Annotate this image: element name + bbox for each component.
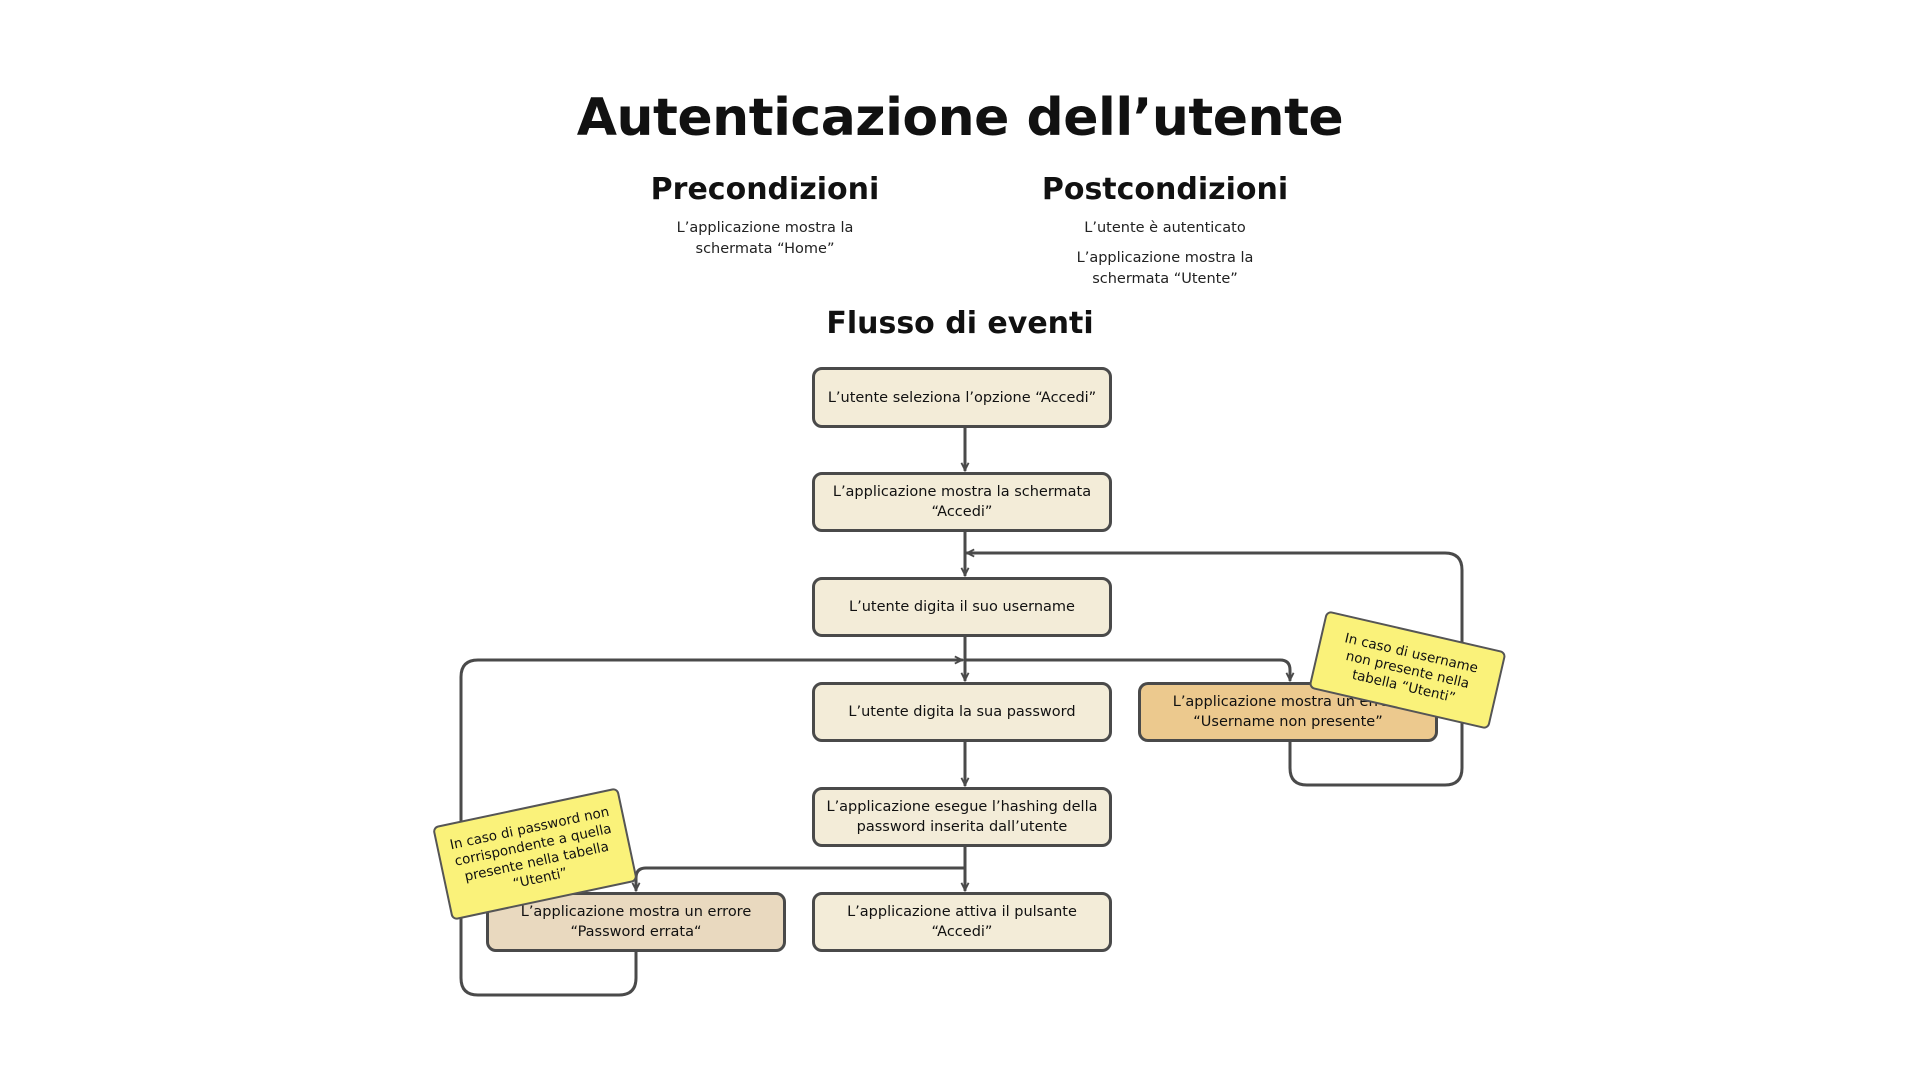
flow-step-enable-accedi-button: L’applicazione attiva il pulsante “Acced…: [812, 892, 1112, 952]
preconditions-heading: Precondizioni: [650, 172, 880, 207]
arrow-to-password-error: [636, 866, 967, 892]
diagram-title: Autenticazione dell’utente: [576, 88, 1344, 148]
flow-step-show-accedi-screen: L’applicazione mostra la schermata “Acce…: [812, 472, 1112, 532]
flow-step-hash-password: L’applicazione esegue l’hashing della pa…: [812, 787, 1112, 847]
arrow-to-username-error: [963, 658, 1290, 682]
loop-password-error-to-step4: [459, 660, 964, 997]
postcondition-item: L’utente è autenticato: [1084, 220, 1246, 236]
flow-heading: Flusso di eventi: [826, 306, 1094, 341]
postcondition-item: L’applicazione mostra la schermata “Uten…: [1076, 250, 1254, 287]
flow-step-select-accedi: L’utente seleziona l’opzione “Accedi”: [812, 367, 1112, 428]
flow-step-type-username: L’utente digita il suo username: [812, 577, 1112, 637]
postconditions-heading: Postcondizioni: [1041, 172, 1289, 207]
flow-step-type-password: L’utente digita la sua password: [812, 682, 1112, 742]
precondition-item: L’applicazione mostra la schermata “Home…: [676, 220, 854, 257]
loop-username-error-to-step3: [965, 553, 1464, 787]
